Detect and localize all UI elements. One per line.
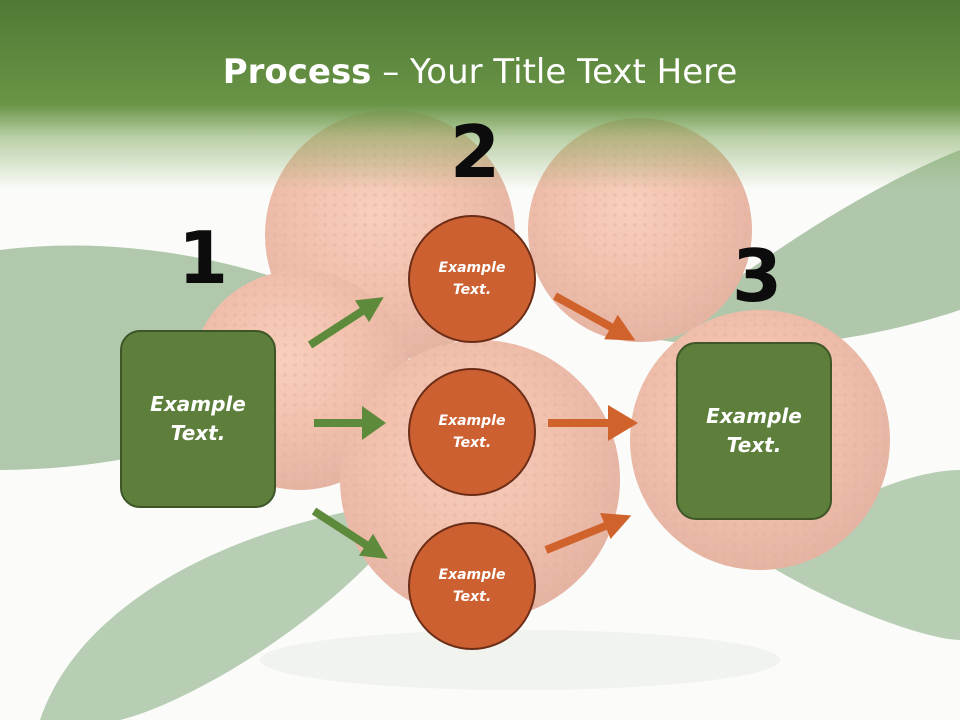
green-arrows [307,297,388,559]
arrow-right-icon [314,406,386,440]
step-number-2: 2 [450,110,501,194]
step-number-3: 3 [732,234,783,318]
source-box: Example Text. [120,330,276,508]
middle-circle-1-text: Example Text. [438,259,506,298]
middle-circle-1: Example Text. [408,215,536,343]
middle-circle-2-text: Example Text. [438,412,506,451]
arrow-up-right-orange-icon [544,513,632,554]
step-number-1: 1 [178,216,229,300]
source-box-text: Example Text. [150,392,246,445]
arrow-down-right-orange-icon [553,292,636,341]
slide-title: Process – Your Title Text Here [0,52,960,92]
orange-arrows [544,292,638,554]
middle-circle-2: Example Text. [408,368,536,496]
middle-circle-3-text: Example Text. [438,566,506,605]
target-box: Example Text. [676,342,832,520]
header-band [0,0,960,190]
middle-circle-3: Example Text. [408,522,536,650]
title-rest: – Your Title Text Here [371,52,738,92]
arrow-right-orange-icon [548,405,638,441]
arrow-up-right-icon [307,297,384,349]
arrow-down-right-icon [311,507,388,559]
title-bold: Process [222,52,372,92]
target-box-text: Example Text. [706,404,802,457]
